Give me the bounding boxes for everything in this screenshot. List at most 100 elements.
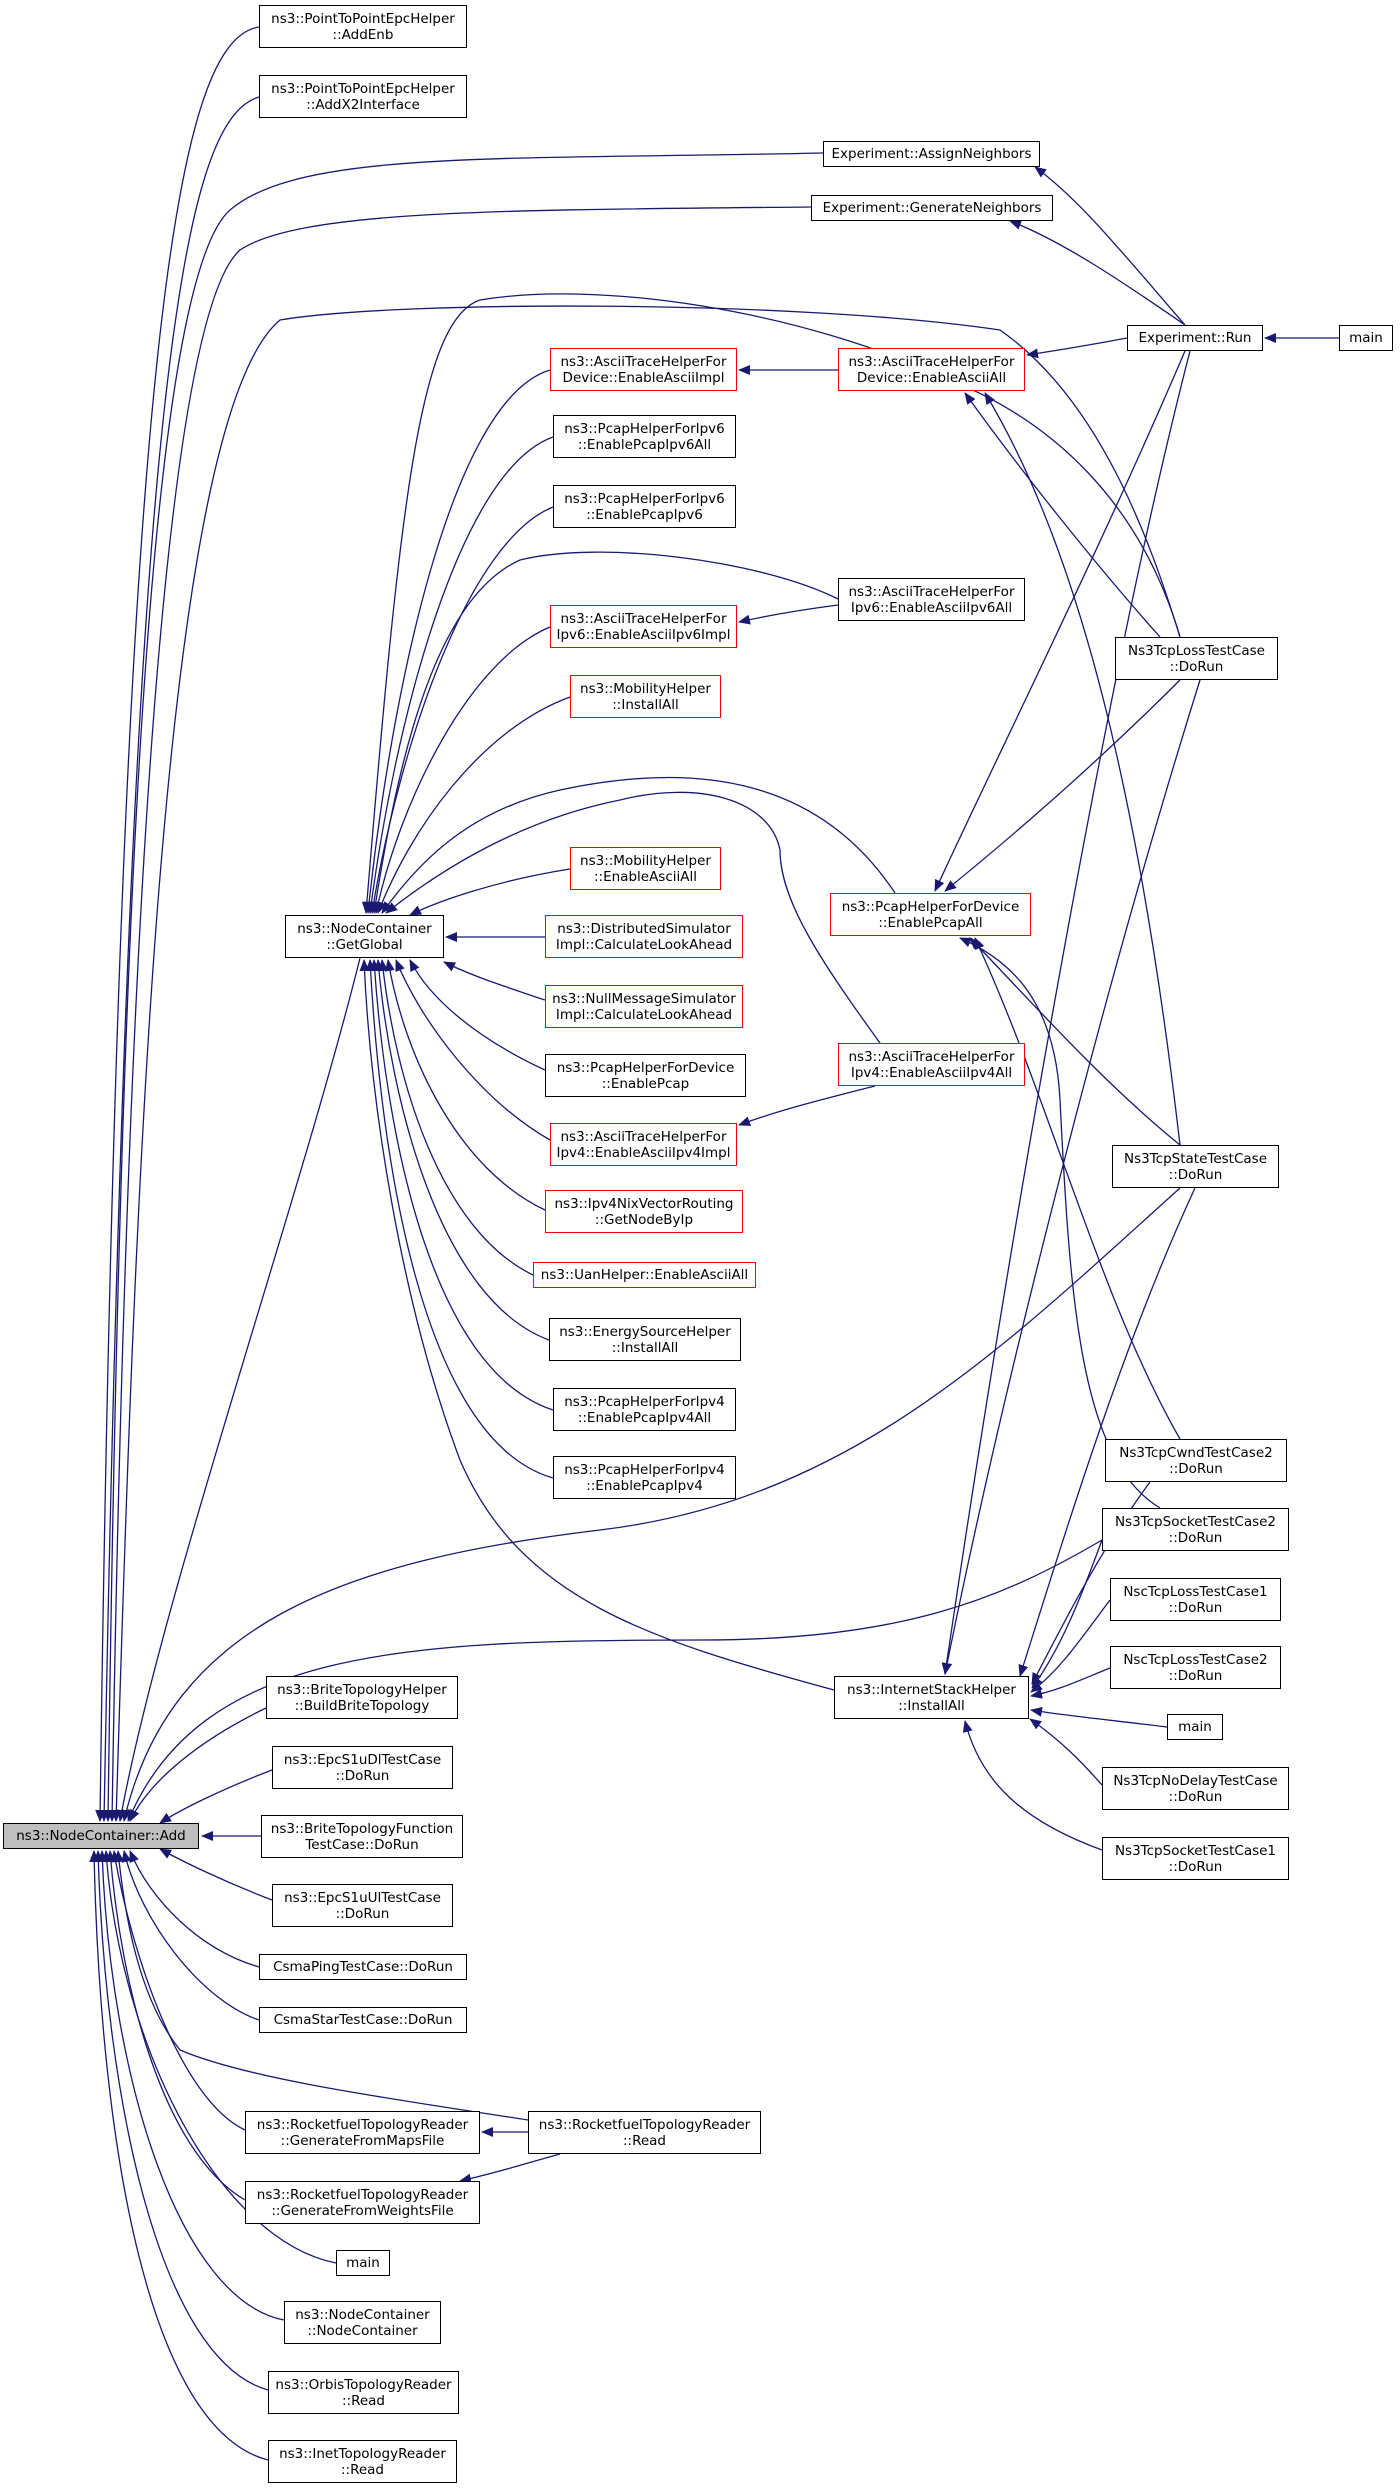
edge-pcap4-all-getglobal	[369, 959, 554, 1411]
node-mob-install[interactable]: ns3::MobilityHelper::InstallAll	[570, 675, 721, 718]
node-line2: Ipv6::EnableAsciiIpv6Impl	[556, 626, 731, 643]
edge-tcpstate-pcapdev-all	[969, 937, 1181, 1146]
node-line1: ns3::MobilityHelper	[580, 680, 711, 697]
node-rocket-maps[interactable]: ns3::RocketfuelTopologyReader::GenerateF…	[245, 2111, 480, 2154]
node-mob-ascii[interactable]: ns3::MobilityHelper::EnableAsciiAll	[570, 847, 721, 890]
node-line2: Impl::CalculateLookAhead	[555, 936, 733, 953]
edge-ascii6-impl-getglobal	[373, 626, 551, 914]
edge-run-assign	[1034, 166, 1186, 326]
edge-sock2-pcapdev-all	[959, 937, 1161, 1509]
edge-rocket-maps-add	[110, 1850, 246, 2131]
edge-main-bot-add	[101, 1850, 337, 2264]
node-orbis[interactable]: ns3::OrbisTopologyReader::Read	[268, 2371, 459, 2414]
node-tcploss[interactable]: Ns3TcpLossTestCase::DoRun	[1115, 637, 1278, 680]
node-pcapdev[interactable]: ns3::PcapHelperForDevice::EnablePcap	[545, 1054, 746, 1097]
node-nsc1[interactable]: NscTcpLossTestCase1::DoRun	[1110, 1578, 1281, 1621]
node-line1: ns3::Ipv4NixVectorRouting	[554, 1195, 734, 1212]
node-pcap4[interactable]: ns3::PcapHelperForIpv4::EnablePcapIpv4	[553, 1456, 736, 1499]
node-csma-ping[interactable]: CsmaPingTestCase::DoRun	[259, 1954, 467, 1980]
node-epc-dl[interactable]: ns3::EpcS1uDlTestCase::DoRun	[272, 1746, 453, 1789]
node-csma-star[interactable]: CsmaStarTestCase::DoRun	[259, 2007, 467, 2033]
node-line1: ns3::DistributedSimulator	[557, 920, 731, 937]
edge-energy-getglobal	[373, 959, 550, 1341]
edge-pcapdev-all-getglobal	[381, 776, 896, 914]
node-line2: ::NodeContainer	[307, 2322, 418, 2339]
node-rocket-read[interactable]: ns3::RocketfuelTopologyReader::Read	[528, 2111, 761, 2154]
node-line2: ::GenerateFromMapsFile	[280, 2132, 445, 2149]
node-pcap6[interactable]: ns3::PcapHelperForIpv6::EnablePcapIpv6	[553, 485, 736, 528]
node-main-top[interactable]: main	[1339, 325, 1393, 351]
node-sock1[interactable]: Ns3TcpSocketTestCase1::DoRun	[1102, 1837, 1289, 1880]
edge-nc-ctor-add	[97, 1850, 285, 2321]
node-line1: NscTcpLossTestCase2	[1123, 1651, 1268, 1668]
edge-rocket-read-weights	[459, 2153, 561, 2184]
node-cwnd2[interactable]: Ns3TcpCwndTestCase2::DoRun	[1105, 1439, 1287, 1482]
node-line1: ns3::PcapHelperForIpv6	[564, 490, 725, 507]
node-nc-ctor[interactable]: ns3::NodeContainer::NodeContainer	[284, 2301, 441, 2344]
node-pcap6-all[interactable]: ns3::PcapHelperForIpv6::EnablePcapIpv6Al…	[553, 415, 736, 458]
node-line2: Ipv4::EnableAsciiIpv4All	[850, 1064, 1013, 1081]
node-line2: ::DoRun	[1169, 1460, 1223, 1477]
node-uan[interactable]: ns3::UanHelper::EnableAsciiAll	[533, 1262, 756, 1288]
node-line1: ns3::AsciiTraceHelperFor	[848, 353, 1015, 370]
edge-sock1-inet	[962, 1720, 1103, 1851]
node-line1: CsmaStarTestCase::DoRun	[273, 2012, 453, 2028]
edge-pcap4-getglobal	[365, 959, 554, 1479]
node-pcapdev-all[interactable]: ns3::PcapHelperForDevice::EnablePcapAll	[830, 893, 1031, 936]
node-root[interactable]: ns3::NodeContainer::Add	[3, 1823, 199, 1849]
node-line2: ::DoRun	[1168, 1599, 1223, 1616]
node-inet-reader[interactable]: ns3::InetTopologyReader::Read	[268, 2440, 457, 2483]
edge-run-inet	[941, 350, 1191, 1675]
node-line1: ns3::RocketfuelTopologyReader	[538, 2116, 751, 2133]
node-line1: Experiment::GenerateNeighbors	[822, 200, 1042, 216]
node-nsc2[interactable]: NscTcpLossTestCase2::DoRun	[1110, 1646, 1281, 1689]
node-line1: ns3::AsciiTraceHelperFor	[560, 1128, 727, 1145]
edge-mob-install-getglobal	[377, 696, 571, 914]
node-brite-build[interactable]: ns3::BriteTopologyHelper::BuildBriteTopo…	[266, 1676, 458, 1719]
edge-tcpstate-add	[121, 1187, 1181, 1822]
node-tcpstate[interactable]: Ns3TcpStateTestCase::DoRun	[1112, 1145, 1279, 1188]
node-ptp-addx2[interactable]: ns3::PointToPointEpcHelper::AddX2Interfa…	[259, 75, 467, 118]
node-line2: ::GetGlobal	[326, 936, 403, 953]
edge-csma-ping-add	[129, 1850, 260, 1968]
edge-epc-ul-add	[159, 1848, 273, 1901]
node-line2: ::EnablePcapAll	[878, 914, 983, 931]
node-inet-install[interactable]: ns3::InternetStackHelper::InstallAll	[834, 1676, 1029, 1719]
node-line1: ns3::PcapHelperForIpv6	[564, 420, 725, 437]
node-line1: ns3::AsciiTraceHelperFor	[848, 583, 1015, 600]
node-nix[interactable]: ns3::Ipv4NixVectorRouting::GetNodeByIp	[545, 1190, 743, 1233]
node-line1: ns3::NullMessageSimulator	[552, 990, 736, 1007]
node-sock2[interactable]: Ns3TcpSocketTestCase2::DoRun	[1102, 1508, 1289, 1551]
node-nodelay[interactable]: Ns3TcpNoDelayTestCase::DoRun	[1102, 1767, 1289, 1810]
node-energy[interactable]: ns3::EnergySourceHelper::InstallAll	[549, 1318, 741, 1361]
edge-nsc2-inet	[1030, 1667, 1111, 1699]
node-exp-run[interactable]: Experiment::Run	[1127, 325, 1263, 351]
edge-cwnd2-inet	[1031, 1481, 1151, 1685]
node-exp-generate[interactable]: Experiment::GenerateNeighbors	[811, 195, 1053, 221]
node-pcap4-all[interactable]: ns3::PcapHelperForIpv4::EnablePcapIpv4Al…	[553, 1388, 736, 1431]
node-line2: ::DoRun	[1169, 658, 1224, 675]
node-line2: ::DoRun	[1168, 1529, 1223, 1546]
node-ptp-addenb[interactable]: ns3::PointToPointEpcHelper::AddEnb	[259, 5, 467, 48]
node-main-mid[interactable]: main	[1167, 1714, 1223, 1740]
node-rocket-weights[interactable]: ns3::RocketfuelTopologyReader::GenerateF…	[245, 2181, 480, 2224]
node-main-bot[interactable]: main	[336, 2250, 390, 2276]
node-line2: ::DoRun	[1168, 1166, 1223, 1183]
node-exp-assign[interactable]: Experiment::AssignNeighbors	[823, 141, 1040, 167]
node-getglobal[interactable]: ns3::NodeContainer::GetGlobal	[285, 915, 444, 958]
node-epc-ul[interactable]: ns3::EpcS1uUlTestCase::DoRun	[272, 1884, 453, 1927]
node-line1: ns3::AsciiTraceHelperFor	[560, 610, 727, 627]
node-line1: ns3::InetTopologyReader	[279, 2445, 446, 2462]
node-line1: main	[346, 2255, 380, 2271]
node-line2: ::AddEnb	[332, 26, 394, 43]
